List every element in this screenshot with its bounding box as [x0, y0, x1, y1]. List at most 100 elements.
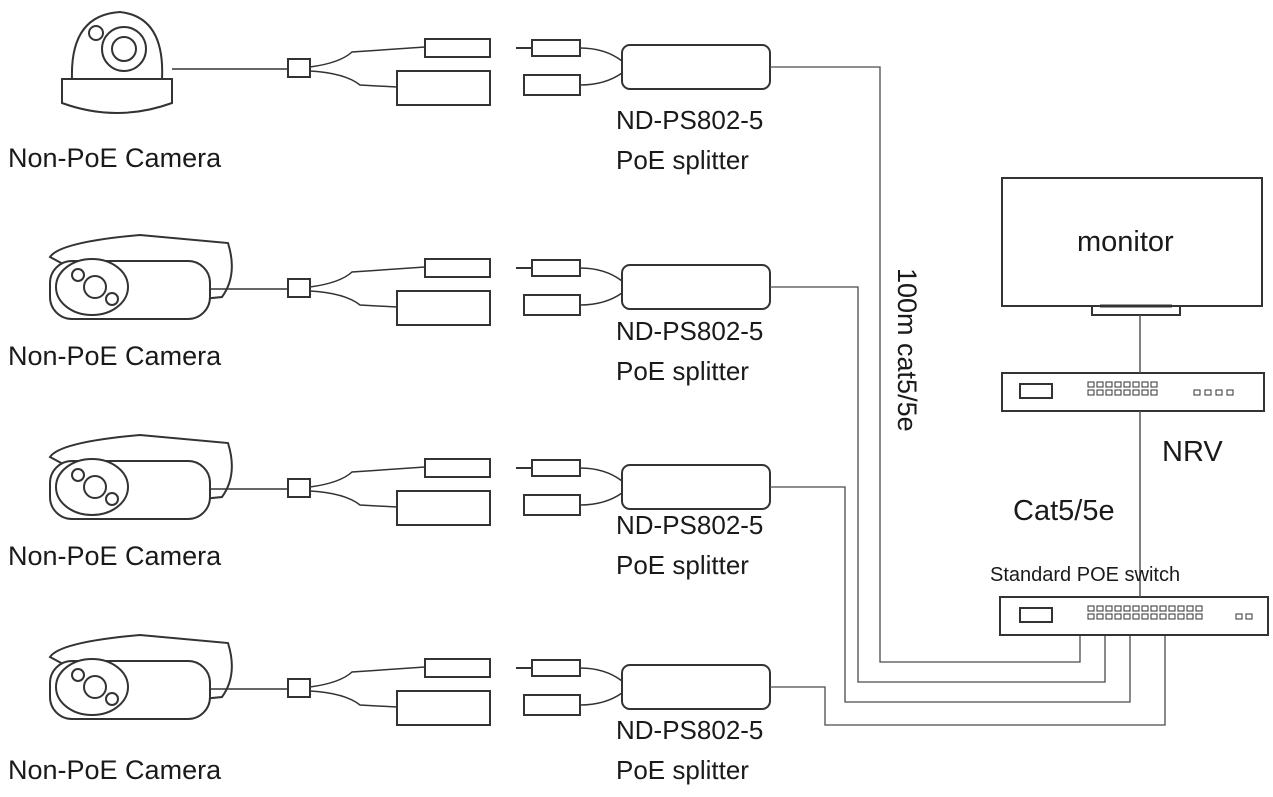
port [1186, 613, 1194, 620]
port [1087, 613, 1095, 620]
camera-pigtail-1 [287, 38, 581, 106]
port [1159, 613, 1167, 620]
port [1141, 605, 1149, 612]
camera-label: Non-PoE Camera [8, 755, 222, 785]
switch-ports [1087, 605, 1253, 620]
splitter-body [621, 464, 771, 510]
camera-1 [61, 10, 288, 114]
port [1132, 389, 1140, 396]
cat5-cable-2 [770, 286, 1106, 683]
camera-label: Non-PoE Camera [8, 143, 222, 173]
poe-splitter-2 [579, 264, 771, 310]
port [1141, 613, 1149, 620]
splitter-lead [579, 492, 623, 506]
port [1177, 605, 1185, 612]
cables-layer [770, 66, 1166, 726]
dc-jack [424, 258, 491, 278]
dc-lead [309, 266, 426, 288]
port [1105, 381, 1113, 388]
splitter-lead [579, 467, 623, 482]
port [1186, 605, 1194, 612]
port [1141, 381, 1149, 388]
camera-ir [71, 668, 85, 682]
port [1159, 605, 1167, 612]
splitter-body [621, 664, 771, 710]
port [1123, 613, 1131, 620]
port [1132, 613, 1140, 620]
port [1150, 605, 1158, 612]
rj45-jack [396, 290, 491, 326]
cameras-layer [48, 10, 288, 720]
port [1177, 613, 1185, 620]
rj45-lead [309, 490, 398, 508]
port [1087, 389, 1095, 396]
splitter-type: PoE splitter [616, 550, 749, 580]
port [1235, 613, 1243, 620]
nvr-label: NRV [1162, 436, 1223, 468]
port [1168, 613, 1176, 620]
monitor-label: monitor [1077, 226, 1174, 258]
port [1114, 613, 1122, 620]
port [1204, 389, 1212, 396]
poe-switch [999, 596, 1269, 636]
splitter-lead [579, 47, 623, 62]
port [1114, 381, 1122, 388]
dc-plug [531, 39, 581, 57]
splitter-lead [579, 72, 623, 86]
port [1123, 381, 1131, 388]
port [1114, 605, 1122, 612]
connectors-layer [287, 38, 581, 726]
port [1150, 613, 1158, 620]
splitter-body [621, 44, 771, 90]
rj45-plug [523, 74, 581, 96]
port [1195, 613, 1203, 620]
port [1087, 381, 1095, 388]
port [1114, 389, 1122, 396]
nvr-device [1001, 372, 1265, 412]
dc-lead [309, 466, 426, 488]
splitter-model: ND-PS802-5 [616, 105, 764, 135]
splitter-lead [579, 292, 623, 306]
camera-lens [83, 275, 107, 299]
camera-lens-inner [111, 36, 137, 62]
camera-base [61, 78, 173, 114]
rj45-lead [309, 70, 398, 88]
pigtail-junction [287, 478, 311, 498]
port [1168, 605, 1176, 612]
rj45-jack [396, 690, 491, 726]
splitter-lead [579, 667, 623, 682]
monitor [1001, 177, 1263, 316]
camera-ir [71, 468, 85, 482]
splitter-model: ND-PS802-5 [616, 715, 764, 745]
port [1123, 389, 1131, 396]
switch-label: Standard POE switch [990, 564, 1181, 586]
port [1105, 389, 1113, 396]
poe-splitter-4 [579, 664, 771, 710]
splitter-type: PoE splitter [616, 356, 749, 386]
rj45-lead [309, 690, 398, 708]
rj45-plug [523, 494, 581, 516]
rj45-jack [396, 490, 491, 526]
cat5-cable-4 [770, 635, 1166, 726]
dc-jack [424, 658, 491, 678]
cat5-cable-1 [770, 66, 1081, 663]
dc-jack [424, 38, 491, 58]
camera-pigtail-3 [287, 458, 581, 526]
cable-length-label: 100m cat5/5e [892, 268, 922, 432]
camera-2 [48, 233, 288, 320]
camera-ir [105, 292, 119, 306]
port [1195, 605, 1203, 612]
port [1226, 389, 1234, 396]
camera-pigtail-2 [287, 258, 581, 326]
splitter-body [621, 264, 771, 310]
port [1141, 389, 1149, 396]
rj45-jack [396, 70, 491, 106]
poe-splitter-3 [579, 464, 771, 510]
splitter-model: ND-PS802-5 [616, 510, 764, 540]
port [1150, 381, 1158, 388]
